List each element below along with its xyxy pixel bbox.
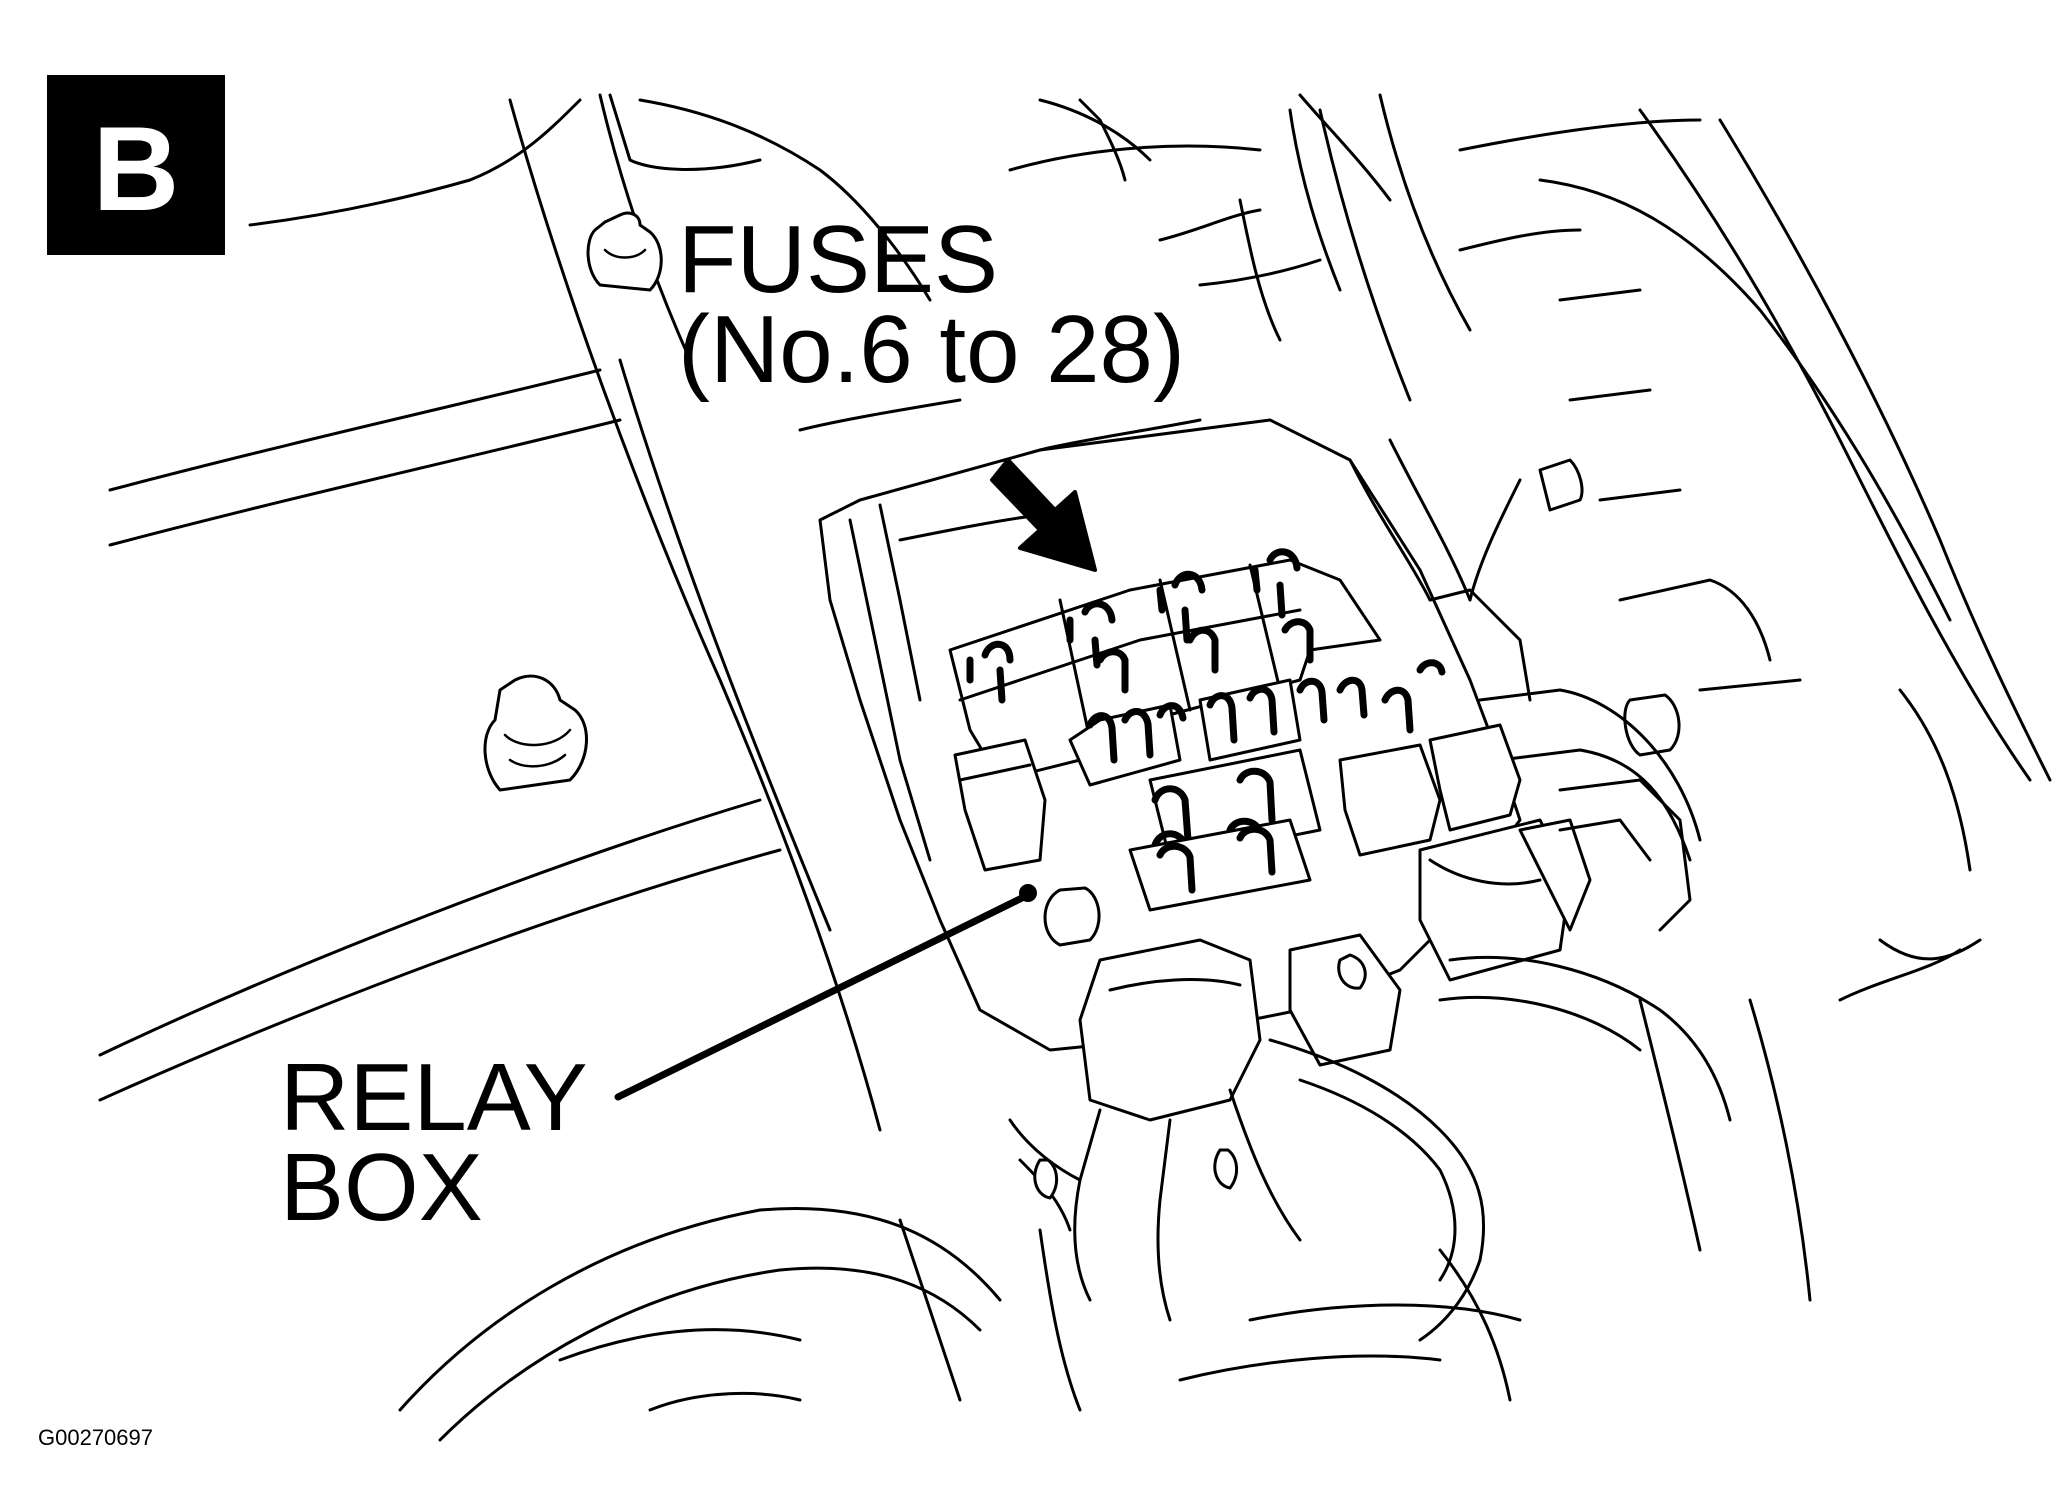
section-badge: B (47, 75, 225, 255)
fuse-row-middle (1068, 659, 1446, 787)
fuse-row-top (966, 548, 1314, 704)
relay-cubes-left (953, 738, 1101, 947)
relay-box-label-2: BOX (280, 1134, 483, 1241)
badge-background (47, 75, 225, 255)
panel-clip-lower (483, 674, 588, 792)
relay-box-leader-dot (1019, 884, 1037, 902)
vehicle-body-outline (98, 93, 2052, 1442)
relay-cubes-right (1338, 723, 1592, 982)
fuses-range-label: (No.6 to 28) (678, 296, 1185, 403)
fuse-row-lower (1128, 748, 1322, 912)
wiring-harness (1008, 778, 1732, 1342)
relay-box-callout: RELAY BOX (280, 884, 1037, 1241)
fuses-arrow (990, 458, 1097, 572)
relay-box-leader-line (614, 891, 1032, 1101)
side-bolt (1623, 693, 1681, 757)
panel-clip-upper (586, 211, 663, 292)
fuses-label: FUSES (678, 206, 998, 313)
fuse-block (948, 548, 1592, 982)
figure-code: G00270697 (38, 1425, 153, 1450)
fuses-callout: FUSES (No.6 to 28) (678, 206, 1185, 403)
relay-box-label: RELAY (280, 1044, 588, 1151)
badge-letter: B (93, 102, 180, 236)
